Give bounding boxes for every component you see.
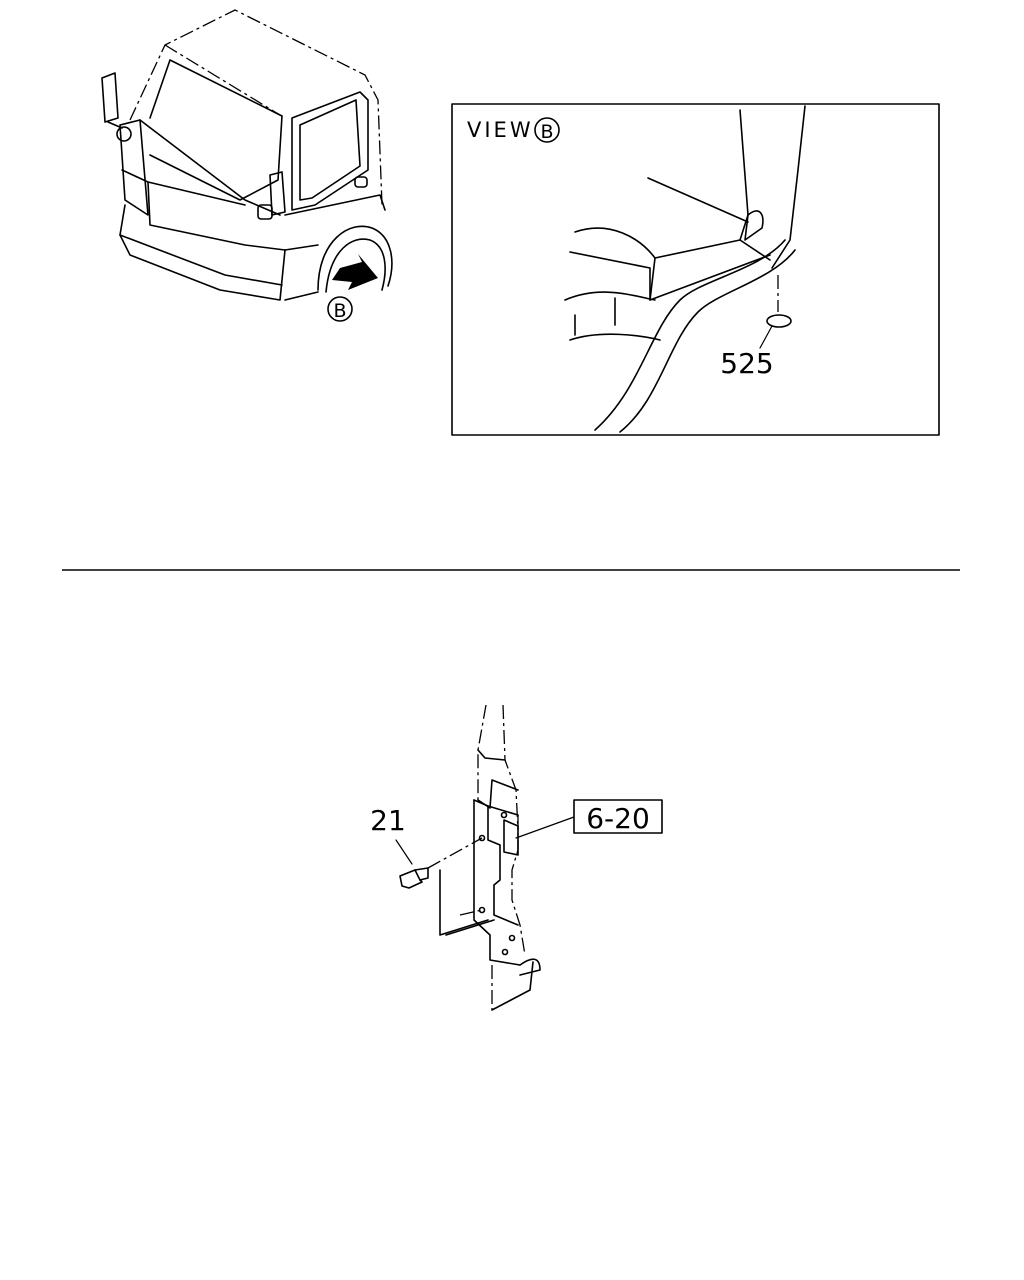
view-title-word: VIEW bbox=[467, 118, 534, 142]
view-b-panel: VIEW B 525 bbox=[451, 103, 940, 436]
part-label-21: 21 bbox=[370, 804, 406, 837]
truck-cab-illustration bbox=[101, 9, 393, 301]
part-label-525: 525 bbox=[720, 347, 773, 380]
view-marker-b: B bbox=[327, 296, 353, 322]
pillar-bracket-illustration: 21 6-20 bbox=[370, 704, 663, 1011]
view-marker-letter: B bbox=[333, 300, 346, 322]
view-title-marker: B bbox=[540, 121, 553, 143]
reference-label-6-20: 6-20 bbox=[586, 802, 650, 835]
